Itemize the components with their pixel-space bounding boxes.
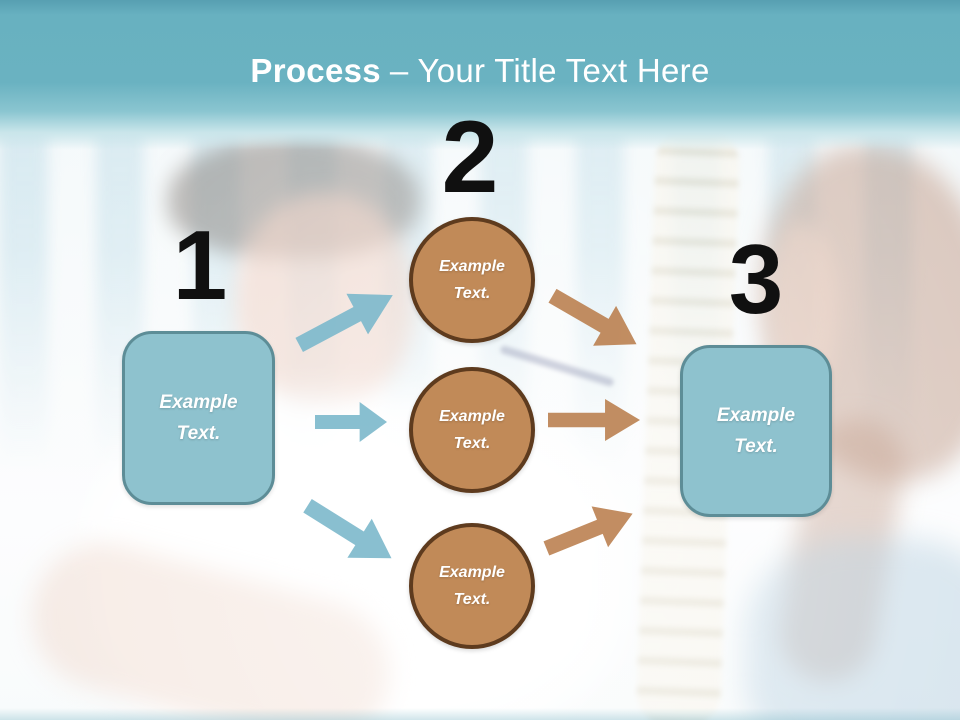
text-line: Text. (453, 285, 491, 302)
step-number-3: 3 (728, 224, 784, 334)
text-line: Example (439, 407, 505, 425)
text-line: Example (716, 404, 796, 426)
arrow-shape (303, 498, 392, 559)
slide-title-text: – Your Title Text Here (389, 52, 710, 89)
step1-box-text: Example Text. (159, 387, 237, 450)
text-line: Text. (453, 435, 491, 452)
photo-bottom-tint (0, 708, 960, 720)
circle-text: Example Text. (439, 253, 505, 307)
step3-box-text: Example Text. (717, 400, 795, 463)
arrow-shape (548, 399, 640, 441)
arrow-right-icon (315, 402, 387, 442)
text-line: Text. (734, 436, 778, 457)
text-line: Example (439, 563, 505, 581)
arrow-right-icon (548, 399, 640, 441)
slide-title[interactable]: Process– Your Title Text Here (0, 52, 960, 90)
step2-circle-top[interactable]: Example Text. (409, 217, 535, 343)
arrow-up-right-icon (543, 506, 633, 556)
text-line: Example (439, 257, 505, 275)
circle-text: Example Text. (439, 403, 505, 457)
arrow-down-right-icon (548, 288, 637, 346)
step-number-1: 1 (172, 210, 228, 320)
slide-title-keyword: Process (250, 52, 381, 89)
arrow-down-right-icon (303, 498, 392, 559)
title-bar (0, 0, 960, 150)
text-line: Text. (453, 591, 491, 608)
arrow-up-right-icon (295, 293, 393, 352)
step-number-2: 2 (441, 100, 499, 214)
arrow-shape (543, 506, 633, 556)
arrow-shape (315, 402, 387, 442)
step2-circle-middle[interactable]: Example Text. (409, 367, 535, 493)
step2-circle-bottom[interactable]: Example Text. (409, 523, 535, 649)
step1-box[interactable]: Example Text. (122, 331, 275, 505)
arrow-shape (295, 293, 393, 352)
arrow-shape (548, 288, 637, 346)
circle-text: Example Text. (439, 559, 505, 613)
text-line: Text. (176, 423, 221, 444)
step3-box[interactable]: Example Text. (680, 345, 832, 517)
text-line: Example (159, 391, 238, 413)
